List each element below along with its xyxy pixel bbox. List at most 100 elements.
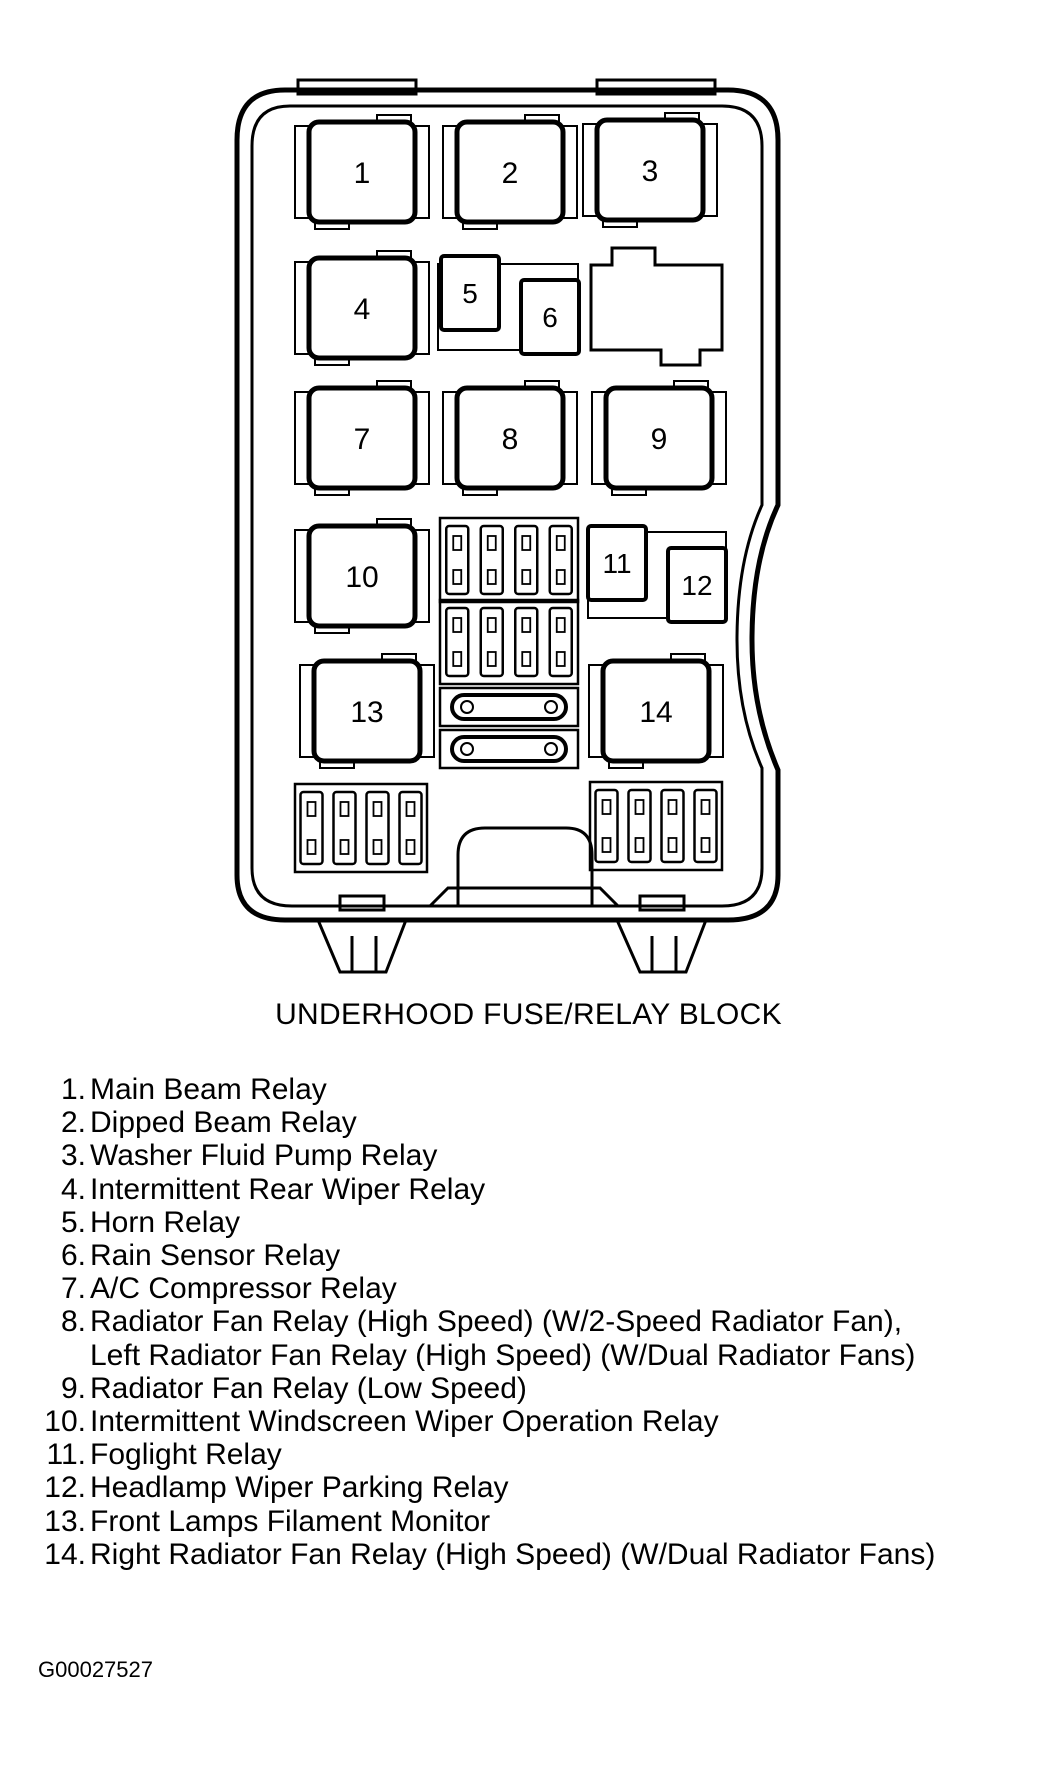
housing-bottom-notch-base [428,886,620,908]
relay-body [306,523,418,629]
legend-text: Front Lamps Filament Monitor [90,1504,491,1538]
relay-13: 13 [299,653,435,769]
maxi-fuse-upper [438,686,580,728]
relay-body [519,278,581,356]
mini-fuse [445,606,470,678]
relay-body [306,119,418,225]
relay-11: 11 [586,524,648,602]
housing-top-tab-right [595,78,717,96]
relay-label: 1 [354,157,371,190]
legend-number: 1. [60,1073,86,1106]
legend-number: 2. [60,1106,86,1140]
legend-item-1: 1.Main Beam Relay [30,1073,935,1106]
legend-text: Headlamp Wiper Parking Relay [90,1471,509,1505]
relay-body [600,658,712,764]
relay-label: 7 [354,423,371,456]
legend-item-10: 10.Intermittent Windscreen Wiper Operati… [30,1405,935,1438]
figure-code: G00027527 [38,1657,153,1682]
maxi-fuse-lower [438,728,580,770]
relay-body [666,546,728,624]
legend-number: 11. [46,1438,86,1472]
relay-7: 7 [294,380,430,496]
relay-8: 8 [442,380,578,496]
legend-text: Right Radiator Fan Relay (High Speed) (W… [90,1537,936,1571]
relay-label: 11 [602,548,631,579]
mini-fuse [660,788,685,864]
legend-number: 12. [44,1471,86,1505]
legend-text: Main Beam Relay [90,1073,327,1106]
mounting-leg-right [615,894,708,974]
relay-6: 6 [519,278,581,356]
relay-body [454,385,566,491]
relay-4: 4 [294,250,430,366]
legend-text: Intermittent Windscreen Wiper Operation … [90,1405,719,1439]
legend-item-7: 7.A/C Compressor Relay [30,1272,935,1305]
relay-2: 2 [442,114,578,230]
empty-relay-socket [589,246,724,367]
relay-body [594,117,706,223]
legend-number: 10. [44,1405,86,1439]
relay-9: 9 [591,380,727,496]
relay-10: 10 [294,518,430,634]
relay-label: 14 [639,696,672,729]
relay-label: 9 [651,423,668,456]
mini-fuse [332,790,357,866]
relay-label: 5 [462,278,478,309]
mini-fuse [514,606,539,678]
mini-fuse [514,524,539,596]
housing-outer [234,87,781,923]
legend-text: Intermittent Rear Wiper Relay [90,1172,486,1206]
legend-text: Radiator Fan Relay (High Speed) (W/2-Spe… [90,1305,903,1339]
legend-number: 3. [60,1139,86,1173]
relay-label: 8 [502,423,519,456]
legend-item-6: 6.Rain Sensor Relay [30,1239,935,1272]
mini-fuse [299,790,324,866]
relay-body [603,385,715,491]
mini-fuse [548,606,573,678]
mini-fuse [479,606,504,678]
relay-label: 6 [542,302,558,333]
mini-fuse [479,524,504,596]
legend-text: Left Radiator Fan Relay (High Speed) (W/… [90,1338,916,1372]
legend-item-8-cont: Left Radiator Fan Relay (High Speed) (W/… [30,1339,935,1372]
legend-item-4: 4.Intermittent Rear Wiper Relay [30,1173,935,1206]
relay-body [306,255,418,361]
relay-5: 5 [439,254,501,332]
legend-number: 14. [44,1537,86,1571]
fuse-banks [293,516,724,874]
relay-label: 13 [350,696,383,729]
mini-fuse-bank-right [588,780,724,872]
legend-number: 7. [60,1272,86,1306]
legend-text: Horn Relay [90,1205,241,1239]
legend-text: Radiator Fan Relay (Low Speed) [90,1371,527,1405]
relay-14: 14 [588,653,724,769]
relay-body [586,524,648,602]
legend-item-13: 13.Front Lamps Filament Monitor [30,1505,935,1538]
relay-body [454,119,566,225]
legend-text: Dipped Beam Relay [90,1106,357,1140]
mini-fuse-bank-lower [438,598,580,686]
mini-fuse [548,524,573,596]
mini-fuse-bank-upper [438,516,580,604]
mini-fuse [627,788,652,864]
legend-text: Washer Fluid Pump Relay [90,1139,438,1173]
legend-item-12: 12.Headlamp Wiper Parking Relay [30,1471,935,1504]
relay-label: 10 [345,561,378,594]
mini-fuse [365,790,390,866]
mounting-leg-left [316,894,408,974]
legend-item-5: 5.Horn Relay [30,1206,935,1239]
relay-1: 1 [294,114,430,230]
housing-inner [250,104,764,908]
legend-item-8: 8.Radiator Fan Relay (High Speed) (W/2-S… [30,1305,935,1338]
relay-label: 12 [681,570,712,601]
relay-body [439,254,501,332]
legend-item-3: 3.Washer Fluid Pump Relay [30,1139,935,1172]
housing-bottom-notch [456,826,594,906]
mini-fuse [445,524,470,596]
relay-label: 3 [642,155,659,188]
legend-item-11: 11.Foglight Relay [30,1438,935,1471]
relay-label: 4 [354,293,371,326]
legend-number: 9. [60,1371,86,1405]
